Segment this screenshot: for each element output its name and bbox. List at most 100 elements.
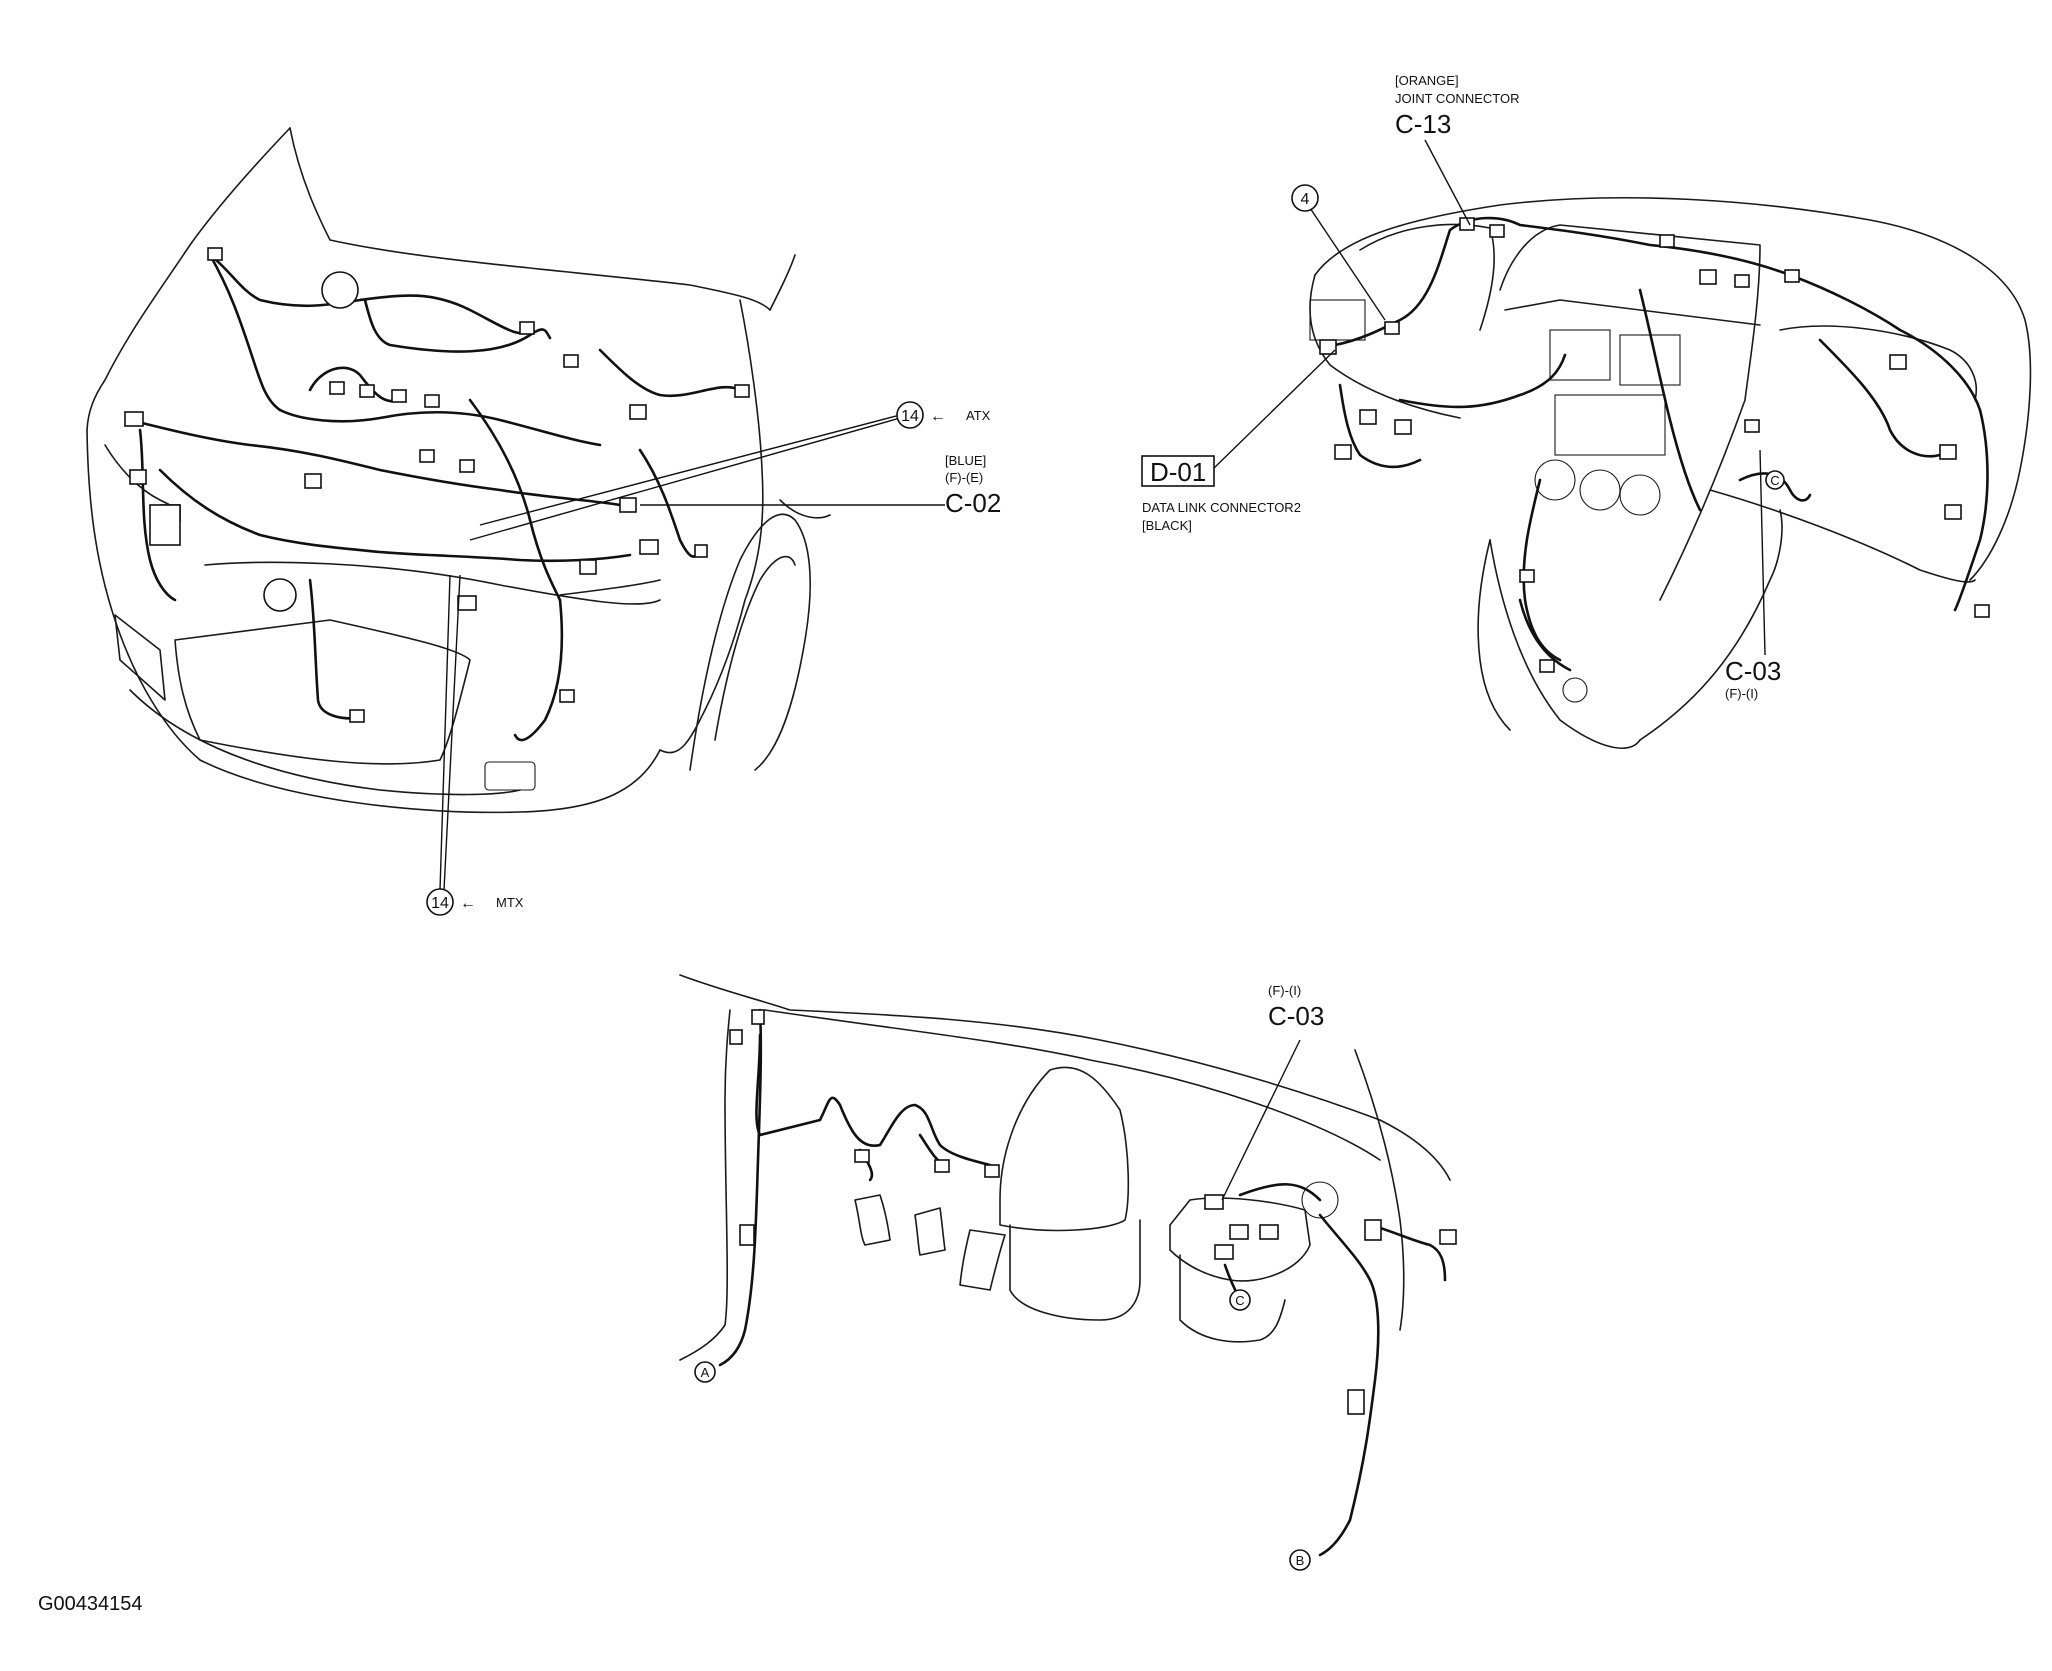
connector <box>1364 1219 1382 1241</box>
lp-c03-position: (F)-(I) <box>1268 983 1301 998</box>
lp-harness-right <box>1318 1213 1380 1557</box>
connector <box>1259 1224 1279 1240</box>
d01-color: [BLACK] <box>1142 518 1192 533</box>
connector <box>629 404 647 420</box>
pedal-left <box>854 1194 891 1246</box>
junction-c-label: C <box>1235 1293 1244 1308</box>
connector <box>854 1149 870 1163</box>
steering-column <box>1301 1181 1339 1219</box>
connector <box>739 1224 755 1246</box>
ip-harness-mid <box>1398 353 1567 409</box>
right-pillar <box>1354 1049 1405 1331</box>
connector <box>349 709 365 723</box>
harness-left-branch <box>208 253 282 412</box>
connector <box>207 247 223 261</box>
connector <box>1539 659 1555 673</box>
junction-a: A <box>694 1361 716 1383</box>
fog-lamp-right <box>484 761 536 791</box>
lp-harness-upper <box>755 1033 992 1167</box>
floor-tunnel <box>1477 539 1511 731</box>
harness-drop-left <box>138 428 177 602</box>
junction-b: B <box>1289 1549 1311 1571</box>
dash-top-line <box>679 974 1451 1181</box>
d01-code: D-01 <box>1150 457 1206 487</box>
connector <box>1659 234 1675 248</box>
connector <box>1319 339 1337 355</box>
mtx-label: MTX <box>496 895 524 910</box>
fender-line <box>659 299 764 754</box>
pedal-right <box>959 1229 1006 1291</box>
lp-harness-left-vertical <box>718 1008 763 1367</box>
connector <box>519 321 535 335</box>
harness-engine-rail <box>278 408 602 447</box>
ip-harness-glove <box>1818 338 1942 458</box>
mtx-leader <box>439 574 451 891</box>
connector <box>559 689 575 703</box>
atx-arrow: ← <box>930 408 946 425</box>
mtx-callout: 14 ← MTX <box>426 574 524 916</box>
connector <box>563 354 579 368</box>
c13-leader <box>1424 139 1471 226</box>
hood-front-edge <box>204 561 661 605</box>
lp-c03-callout: (F)-(I) C-03 <box>1221 983 1324 1201</box>
box-lower <box>1179 1254 1286 1343</box>
dash-edge-line <box>764 1009 1381 1161</box>
connector <box>1334 444 1352 460</box>
atx-callout-number: 14 <box>901 408 919 425</box>
connector <box>419 449 435 463</box>
connector <box>1699 269 1717 285</box>
radio-panel <box>1554 394 1666 456</box>
connector <box>1347 1389 1365 1415</box>
console-side <box>1639 509 1783 741</box>
shift-knob <box>1562 677 1588 703</box>
a-pillar <box>769 254 796 311</box>
connector <box>359 384 375 398</box>
console-stack <box>1504 299 1761 326</box>
connector <box>639 539 659 555</box>
connector <box>1939 444 1957 460</box>
d01-box <box>1141 455 1215 487</box>
horn <box>321 271 359 309</box>
ip-junction-c: C <box>1770 473 1779 488</box>
connector <box>1519 569 1535 583</box>
harness-cross <box>128 418 622 507</box>
connector <box>934 1159 950 1173</box>
c02-color: [BLUE] <box>945 453 986 468</box>
atx-leader <box>479 414 901 526</box>
c13-color: [ORANGE] <box>1395 73 1459 88</box>
ip-harness-main <box>1333 216 1982 412</box>
connector <box>1214 1244 1234 1260</box>
mtx-callout-number: 14 <box>431 895 449 912</box>
windshield-outline <box>289 127 771 311</box>
connector <box>391 389 407 403</box>
ip-c03-leader <box>1759 449 1766 656</box>
d01-name: DATA LINK CONNECTOR2 <box>1142 500 1301 515</box>
connector <box>1944 504 1962 520</box>
connector <box>694 544 708 558</box>
c02-callout: [BLUE] (F)-(E) C-02 <box>640 453 1001 518</box>
harness-coil-loop <box>308 366 402 403</box>
harness-drop-center <box>308 578 362 720</box>
relay-block <box>149 504 181 546</box>
vent-left <box>1549 329 1611 381</box>
instrument-panel-view: [ORANGE] JOINT CONNECTOR C-13 4 D-01 DAT… <box>1141 73 2032 749</box>
connector <box>1359 409 1377 425</box>
connector <box>1744 419 1760 433</box>
connector <box>424 394 440 408</box>
ip-harness-left <box>1338 383 1422 469</box>
junction-b-label: B <box>1296 1553 1305 1568</box>
connector <box>1974 604 1990 618</box>
hvac-knob-right <box>1619 474 1661 516</box>
connector <box>124 411 144 427</box>
wheel-arch-inner <box>714 555 796 741</box>
ip-harness-floor <box>1518 598 1572 672</box>
callout-4-leader <box>1309 207 1386 321</box>
atx-callout: 14 ← ATX <box>469 401 991 541</box>
connector <box>1489 224 1505 238</box>
left-pillar <box>679 1009 731 1361</box>
lp-harness-box <box>1238 1183 1322 1202</box>
ip-harness-right-drop <box>1953 408 1989 612</box>
connector <box>1784 269 1800 283</box>
engine-bay-view: 14 ← ATX [BLUE] (F)-(E) C-02 14 ← MTX <box>86 127 1001 916</box>
